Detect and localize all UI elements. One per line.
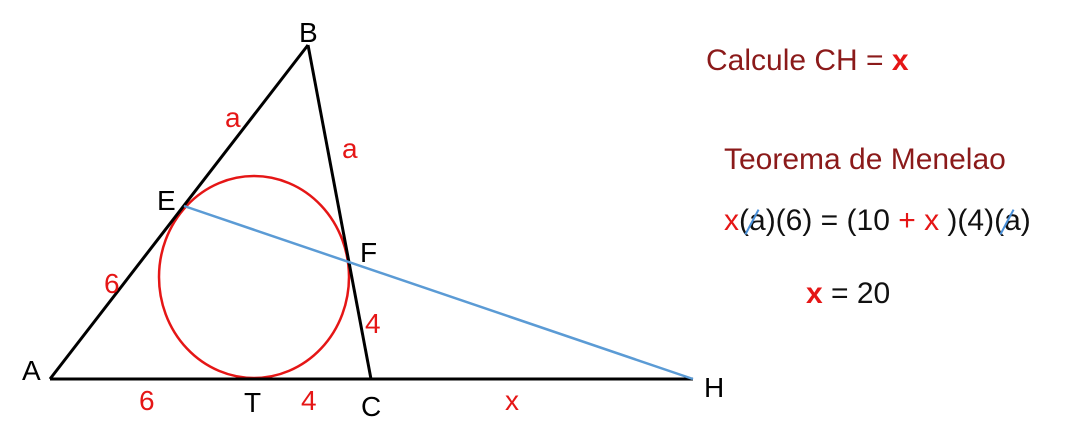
segment-label-BE: a bbox=[225, 102, 241, 133]
point-label-H: H bbox=[704, 372, 724, 403]
eq-cancelled-a-left: a bbox=[749, 204, 766, 237]
eq-paren-open: ( bbox=[739, 204, 749, 237]
point-label-C: C bbox=[361, 391, 381, 422]
eq-term-x: x bbox=[724, 204, 739, 237]
result-variable: x bbox=[806, 277, 823, 310]
segment-label-TC: 4 bbox=[301, 385, 317, 416]
task-variable: x bbox=[891, 44, 909, 77]
segment-label-BF: a bbox=[342, 133, 358, 164]
side-AB bbox=[48, 44, 310, 380]
task-statement: Calcule CH = x bbox=[706, 44, 909, 78]
menelaus-equation: x(a)(6) = (10 + x )(4)(a) bbox=[724, 204, 1031, 238]
eq-middle: )(6) = (10 bbox=[765, 204, 899, 237]
segment-label-FC: 4 bbox=[365, 308, 381, 339]
result-line: x = 20 bbox=[806, 277, 890, 311]
side-BC bbox=[306, 44, 373, 380]
transversal-EH bbox=[183, 204, 694, 381]
segment-label-AT: 6 bbox=[139, 385, 155, 416]
point-label-T: T bbox=[244, 387, 261, 418]
point-label-F: F bbox=[360, 237, 377, 268]
eq-cancelled-a-right: a bbox=[1004, 204, 1021, 237]
eq-right: )(4)( bbox=[939, 204, 1005, 237]
eq-paren-close: ) bbox=[1020, 204, 1031, 237]
segment-label-AE: 6 bbox=[104, 268, 120, 299]
point-label-A: A bbox=[22, 355, 41, 386]
eq-plus-x: + x bbox=[898, 204, 940, 237]
task-prefix: Calcule CH = bbox=[706, 44, 892, 77]
result-value: = 20 bbox=[822, 277, 891, 310]
segment-label-CH: x bbox=[505, 385, 519, 416]
theorem-title: Teorema de Menelao bbox=[724, 143, 1006, 176]
point-label-E: E bbox=[157, 185, 176, 216]
point-label-B: B bbox=[299, 17, 318, 48]
